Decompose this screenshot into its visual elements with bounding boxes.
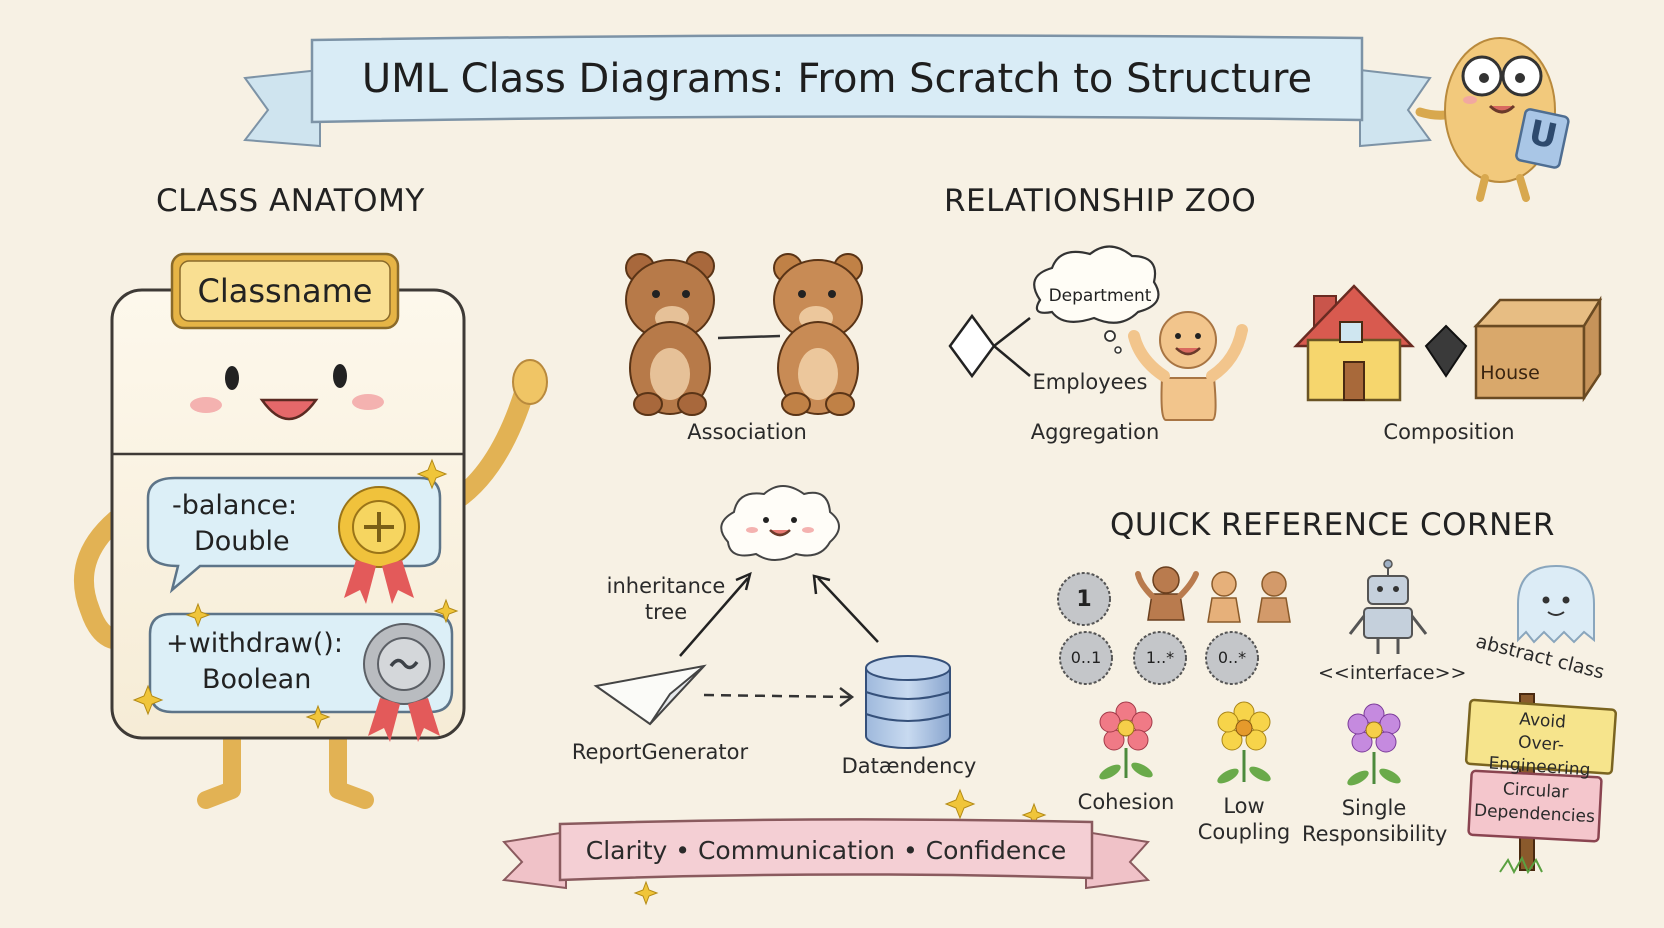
aggregation-illustration bbox=[948, 245, 1248, 421]
section-heading-class-anatomy: CLASS ANATOMY bbox=[156, 183, 425, 219]
section-heading-relationship-zoo: RELATIONSHIP ZOO bbox=[944, 183, 1257, 219]
sign-avoid-over-engineering: Avoid Over-Engineering bbox=[1466, 705, 1616, 784]
inheritance-illustration bbox=[593, 485, 951, 749]
low-coupling-label-line2: Coupling bbox=[1197, 820, 1291, 844]
multiplicity-zero-to-one: 0..1 bbox=[1070, 648, 1102, 667]
aggregation-part-label: Employees bbox=[1032, 370, 1148, 394]
attribute-type: Double bbox=[194, 526, 290, 557]
ghost-icon bbox=[1517, 564, 1595, 644]
attribute-bubble bbox=[146, 476, 442, 604]
page-title: UML Class Diagrams: From Scratch to Stru… bbox=[361, 56, 1313, 102]
aggregation-cloud-label: Department bbox=[1048, 286, 1152, 306]
robot-icon bbox=[1348, 559, 1428, 654]
cohesion-label: Cohesion bbox=[1077, 790, 1175, 814]
composition-label: Composition bbox=[1383, 420, 1515, 444]
classname-plate bbox=[170, 252, 400, 330]
footer-ribbon bbox=[501, 818, 1151, 890]
people-group bbox=[1135, 566, 1291, 623]
method-bubble bbox=[148, 612, 454, 742]
signpost bbox=[1464, 693, 1618, 875]
classname-label: Classname bbox=[197, 272, 373, 310]
single-responsibility-label-line2: Responsibility bbox=[1302, 822, 1448, 846]
sign-circular-dependencies: Circular Dependencies bbox=[1469, 777, 1601, 830]
association-label: Association bbox=[687, 420, 807, 444]
association-illustration bbox=[625, 251, 863, 416]
flower-single-responsibility bbox=[1347, 703, 1401, 786]
single-responsibility-label-line1: Single bbox=[1341, 796, 1407, 820]
multiplicity-zero-to-many: 0..* bbox=[1217, 648, 1247, 667]
dependency-label: Datændency bbox=[841, 754, 977, 778]
multiplicity-one-to-many: 1..* bbox=[1145, 648, 1175, 667]
mascot-character bbox=[1415, 37, 1570, 202]
title-ribbon bbox=[243, 34, 1432, 148]
aggregation-label: Aggregation bbox=[1030, 420, 1160, 444]
sparkles bbox=[132, 458, 1047, 906]
multiplicity-coins bbox=[1057, 572, 1259, 685]
attribute-name: -balance: bbox=[172, 490, 298, 521]
flower-cohesion bbox=[1099, 701, 1153, 780]
flower-low-coupling bbox=[1217, 701, 1271, 784]
inheritance-label-line2: tree bbox=[644, 600, 688, 624]
report-generator-label: ReportGenerator bbox=[571, 740, 749, 764]
section-heading-quick-reference: QUICK REFERENCE CORNER bbox=[1110, 507, 1555, 543]
composition-box-label: House bbox=[1480, 362, 1540, 384]
method-return-type: Boolean bbox=[202, 664, 312, 695]
low-coupling-label-line1: Low bbox=[1223, 794, 1265, 818]
multiplicity-one: 1 bbox=[1076, 587, 1092, 612]
composition-illustration bbox=[1293, 284, 1603, 403]
method-name: +withdraw(): bbox=[166, 628, 343, 659]
inheritance-label-line1: inheritance bbox=[606, 574, 726, 598]
interface-label: <<interface>> bbox=[1318, 662, 1467, 684]
footer-banner-text: Clarity • Communication • Confidence bbox=[585, 836, 1067, 865]
